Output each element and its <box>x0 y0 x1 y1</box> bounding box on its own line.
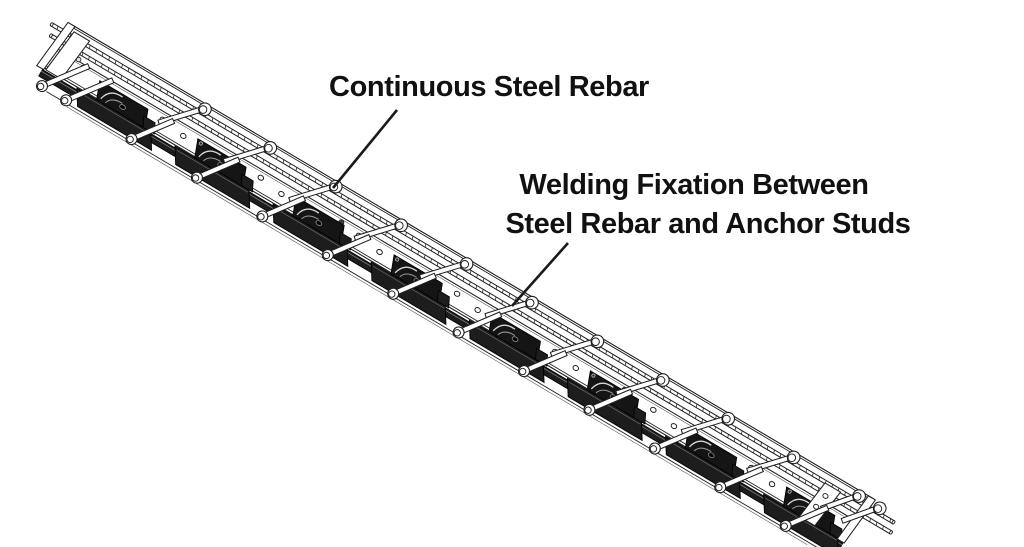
anchor-studs-front <box>35 62 830 532</box>
anchor-stud <box>517 349 568 378</box>
anchor-stud <box>35 62 91 93</box>
welding-leader-line <box>511 242 569 307</box>
anchor-stud <box>648 427 699 455</box>
anchor-stud <box>583 388 634 416</box>
anchor-stud <box>840 501 887 524</box>
anchor-stud <box>125 117 176 146</box>
embedded-rail-assembly <box>35 21 896 547</box>
anchor-studs-rear <box>157 102 887 524</box>
anchor-stud <box>387 272 437 300</box>
rail-clamp <box>566 370 647 442</box>
rebar-leader-line <box>331 109 399 189</box>
anchor-stud <box>256 195 307 223</box>
end-plates <box>35 21 877 544</box>
rebar-label: Continuous Steel Rebar <box>329 71 649 103</box>
anchor-stud <box>452 311 503 339</box>
anchor-stud <box>190 156 241 184</box>
anchor-stud <box>60 77 115 107</box>
steel-rebar-far <box>49 22 896 525</box>
anchor-stud <box>321 233 372 262</box>
annotations: Continuous Steel Rebar Welding Fixation … <box>329 71 911 307</box>
anchor-stud <box>714 466 765 494</box>
anchor-stud <box>779 504 830 532</box>
welding-label-line1: Welding Fixation Between <box>519 169 868 201</box>
welding-label-line2: Steel Rebar and Anchor Studs <box>505 208 910 240</box>
rail-clamp <box>370 254 450 326</box>
